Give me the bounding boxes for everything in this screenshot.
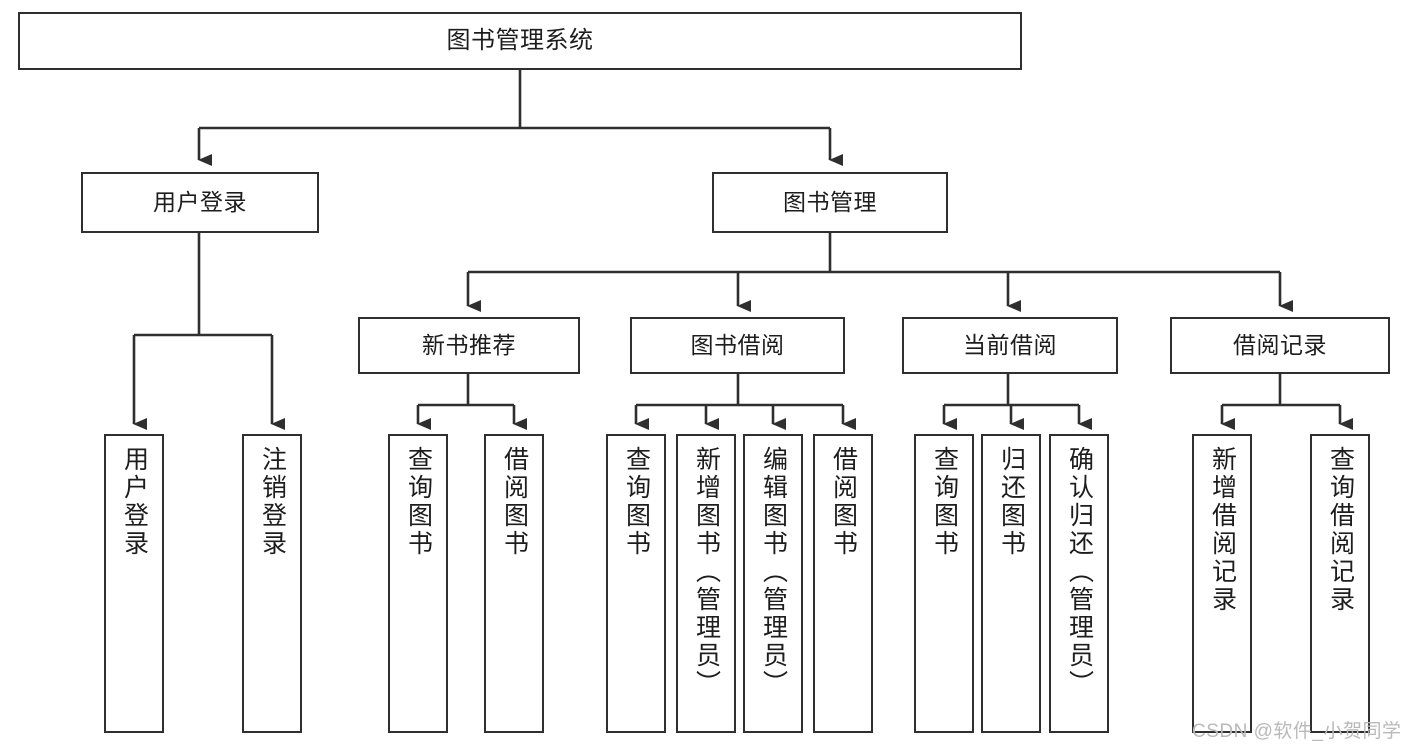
node-leaf-borrow-book-2[interactable]: 借阅图书 (813, 434, 873, 733)
node-leaf-add-record[interactable]: 新增借阅记录 (1192, 434, 1252, 733)
node-book-borrow-label: 图书借阅 (690, 331, 785, 358)
node-leaf-confirm-return-label: 确认归还（管理员） (1065, 446, 1094, 698)
node-leaf-user-login-label: 用户登录 (120, 446, 149, 558)
node-leaf-logout-label: 注销登录 (258, 446, 287, 558)
node-leaf-borrow-book-2-label: 借阅图书 (829, 446, 858, 558)
node-leaf-query-book-2-label: 查询图书 (622, 446, 651, 558)
node-book-borrow[interactable]: 图书借阅 (630, 317, 845, 374)
node-leaf-query-record[interactable]: 查询借阅记录 (1310, 434, 1370, 733)
node-leaf-add-book-label: 新增图书（管理员） (692, 446, 721, 698)
node-leaf-borrow-book-1-label: 借阅图书 (500, 446, 529, 558)
node-leaf-query-book-1[interactable]: 查询图书 (388, 434, 448, 733)
node-leaf-query-book-2[interactable]: 查询图书 (606, 434, 666, 733)
node-leaf-confirm-return[interactable]: 确认归还（管理员） (1049, 434, 1109, 733)
node-borrow-record-label: 借阅记录 (1233, 331, 1327, 358)
node-leaf-add-record-label: 新增借阅记录 (1208, 446, 1237, 614)
node-new-book-recommend-label: 新书推荐 (422, 331, 516, 358)
node-current-borrow-label: 当前借阅 (963, 331, 1057, 358)
node-leaf-return-book-label: 归还图书 (997, 446, 1026, 558)
node-leaf-query-book-3[interactable]: 查询图书 (914, 434, 974, 733)
node-leaf-edit-book[interactable]: 编辑图书（管理员） (743, 434, 803, 733)
watermark-text: CSDN @软件_小贺同学 (1192, 721, 1402, 742)
node-new-book-recommend[interactable]: 新书推荐 (358, 317, 580, 374)
node-leaf-query-book-3-label: 查询图书 (930, 446, 959, 558)
node-borrow-record[interactable]: 借阅记录 (1170, 317, 1390, 374)
node-leaf-return-book[interactable]: 归还图书 (981, 434, 1041, 733)
node-leaf-add-book[interactable]: 新增图书（管理员） (676, 434, 736, 733)
node-book-management[interactable]: 图书管理 (712, 172, 948, 233)
node-leaf-query-record-label: 查询借阅记录 (1326, 446, 1355, 614)
node-leaf-borrow-book-1[interactable]: 借阅图书 (484, 434, 544, 733)
node-root[interactable]: 图书管理系统 (18, 12, 1022, 70)
node-leaf-edit-book-label: 编辑图书（管理员） (759, 446, 788, 698)
node-root-label: 图书管理系统 (446, 26, 594, 54)
node-user-login[interactable]: 用户登录 (81, 172, 319, 233)
node-user-login-label: 用户登录 (153, 188, 247, 215)
node-leaf-logout[interactable]: 注销登录 (242, 434, 302, 733)
node-leaf-query-book-1-label: 查询图书 (404, 446, 433, 558)
node-current-borrow[interactable]: 当前借阅 (902, 317, 1118, 374)
node-book-management-label: 图书管理 (783, 188, 877, 215)
node-leaf-user-login[interactable]: 用户登录 (104, 434, 164, 733)
